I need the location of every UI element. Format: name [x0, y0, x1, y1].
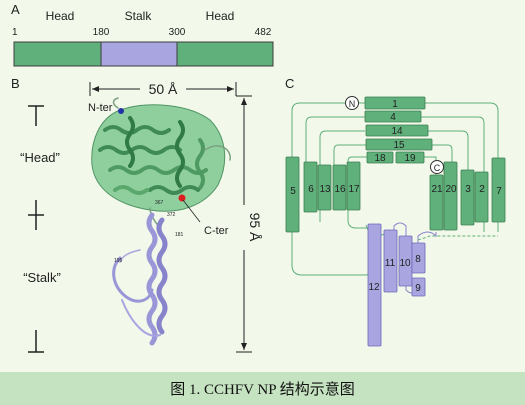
domain-label-head-2: Head	[206, 9, 235, 23]
position-label-300: 300	[169, 27, 186, 38]
helix-label-2: 2	[479, 184, 485, 195]
residue-label-181: 181	[175, 232, 184, 238]
helix-label-8: 8	[415, 254, 421, 265]
figure-svg: A Head Stalk Head 1 180 300 482 B 50 Å 9…	[11, 2, 506, 353]
domain-bar-head-1	[13, 41, 102, 67]
height-label: 95 Å	[247, 213, 263, 242]
panel-c-label: C	[285, 76, 294, 91]
height-dimension	[236, 95, 252, 353]
panel-a-label: A	[11, 2, 20, 17]
c-terminus-marker-label: C	[434, 163, 441, 173]
domain-label-stalk: Stalk	[125, 9, 153, 23]
position-label-1: 1	[12, 27, 18, 38]
c-terminus-circle	[430, 160, 444, 174]
position-label-482: 482	[255, 27, 272, 38]
helix-label-15: 15	[393, 140, 405, 151]
head-stalk-bracket	[28, 105, 44, 353]
helix-label-17: 17	[348, 184, 360, 195]
protein-stalk-cartoon	[112, 212, 168, 346]
helix-label-13: 13	[319, 184, 331, 195]
dashed-connection	[417, 235, 498, 241]
c-ter-label: C-ter	[204, 225, 229, 237]
helix-label-14: 14	[391, 126, 403, 137]
helix-label-9: 9	[415, 283, 421, 294]
helix-label-16: 16	[334, 184, 346, 195]
helix-label-5: 5	[290, 186, 296, 197]
helix-label-21: 21	[431, 184, 443, 195]
width-dimension	[89, 82, 237, 96]
caption-bar: 图 1. CCHFV NP 结构示意图	[0, 372, 525, 405]
residue-label-195: 195	[114, 258, 123, 264]
position-label-180: 180	[93, 27, 110, 38]
helix-label-4: 4	[390, 112, 396, 123]
domain-label-head-1: Head	[46, 9, 75, 23]
domain-bar-stalk	[100, 41, 178, 67]
c-ter-pointer	[182, 199, 201, 223]
helix-label-10: 10	[399, 258, 411, 269]
c-terminus-marker	[178, 194, 186, 202]
helix-label-18: 18	[374, 153, 386, 164]
stalk-label: “Stalk”	[23, 270, 61, 285]
residue-label-367: 367	[155, 200, 164, 206]
helix-label-20: 20	[445, 184, 457, 195]
width-label: 50 Å	[149, 81, 178, 97]
horizontal-helices	[364, 96, 433, 164]
helix-label-11: 11	[385, 258, 396, 269]
residue-label-372: 372	[167, 212, 176, 218]
vertical-helices-head	[285, 156, 506, 233]
helix-label-3: 3	[465, 184, 471, 195]
panel-b-label: B	[11, 76, 20, 91]
figure: A Head Stalk Head 1 180 300 482 B 50 Å 9…	[11, 2, 506, 353]
n-ter-label: N-ter	[88, 102, 113, 114]
helix-label-6: 6	[308, 184, 314, 195]
helix-label-7: 7	[496, 186, 502, 197]
vertical-helices-stalk	[367, 223, 426, 347]
n-terminus-marker-label: N	[349, 99, 356, 109]
head-label: “Head”	[20, 150, 60, 165]
helix-label-19: 19	[404, 153, 416, 164]
domain-bar-head-2	[176, 41, 274, 67]
n-terminus-circle	[345, 96, 359, 110]
figure-caption: 图 1. CCHFV NP 结构示意图	[170, 382, 355, 398]
helix-label-12: 12	[368, 282, 380, 293]
n-terminus-marker	[118, 108, 124, 114]
helix-label-1: 1	[392, 99, 398, 110]
protein-head-cartoon	[91, 97, 231, 229]
